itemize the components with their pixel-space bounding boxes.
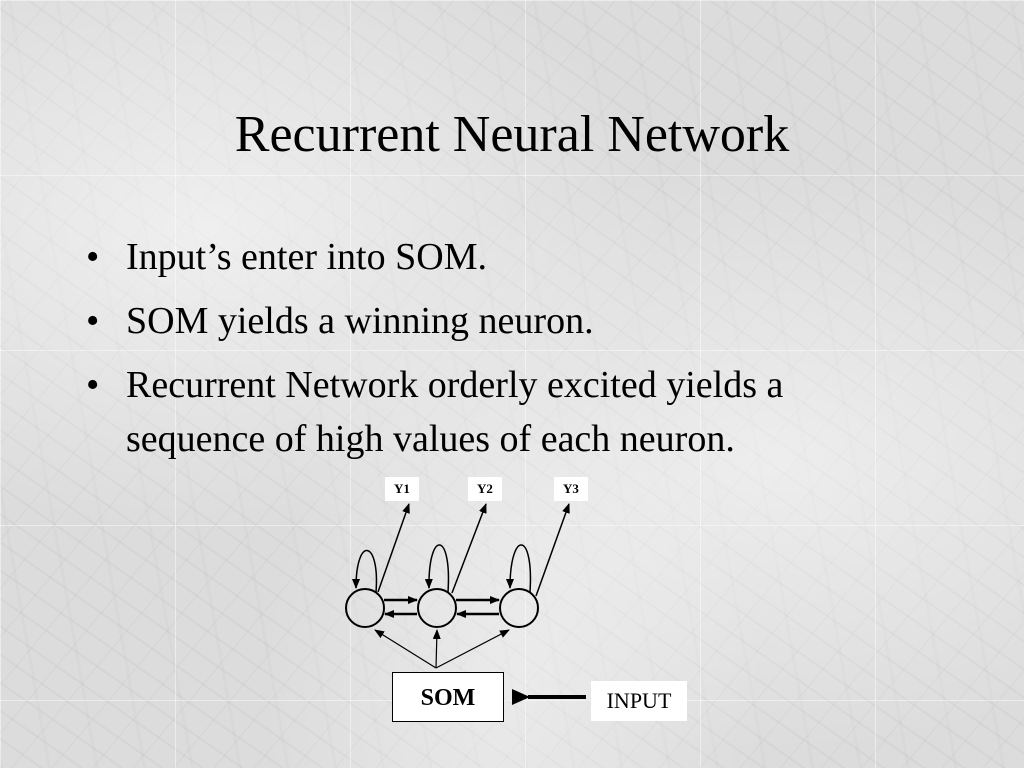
bullet-text-line-1: Recurrent Network orderly excited yields… [126,364,784,406]
bullet-text-line-2: sequence of high values of each neuron. [126,418,735,460]
bullet-item-2: SOM yields a winning neuron. [86,294,966,348]
output-label-y2: Y2 [468,477,502,501]
bullet-item-3: Recurrent Network orderly excited yields… [86,358,966,466]
output-arrow-y1 [377,503,410,593]
output-arrow-y3 [535,503,570,597]
input-label: INPUT [591,681,687,721]
bullet-item-1: Input’s enter into SOM. [86,230,966,284]
bullet-text: SOM yields a winning neuron. [126,300,594,342]
bullet-text: Input’s enter into SOM. [126,236,487,278]
som-to-neuron-2 [432,629,441,669]
output-arrow-y2 [451,503,487,594]
som-to-neuron-1 [374,629,437,669]
self-loop-3 [506,544,532,593]
self-loop-1 [352,549,378,593]
neuron-2 [417,588,457,628]
output-label-y1: Y1 [385,477,419,501]
neuron-3 [499,588,539,628]
neuron-1 [345,588,385,628]
bullet-list: Input’s enter into SOM. SOM yields a win… [86,230,966,476]
output-label-y3: Y3 [554,477,588,501]
som-to-neuron-3 [435,629,510,669]
self-loop-2 [424,544,450,593]
slide-title: Recurrent Neural Network [234,106,790,163]
som-box: SOM [392,672,504,722]
